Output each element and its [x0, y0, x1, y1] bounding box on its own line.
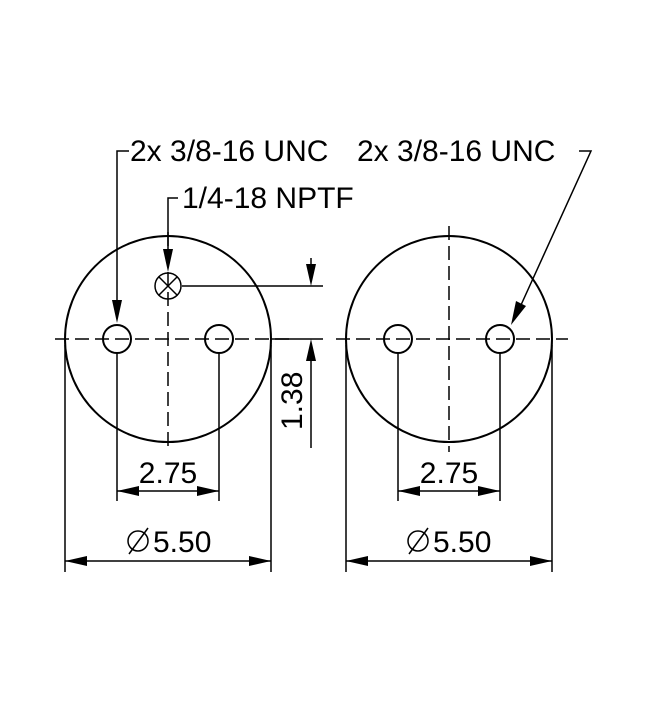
left-thread-callout: 2x 3/8-16 UNC [130, 135, 328, 168]
port-offset-arrow-bottom [306, 339, 316, 361]
diameter-icon [127, 527, 149, 555]
port-offset-arrow-top [306, 264, 316, 286]
left-diameter-dimension: 5.50 [153, 526, 211, 559]
left-thread-leader [116, 150, 129, 301]
left-spacing-arrow-left [117, 486, 139, 496]
right-diameter-dimension: 5.50 [433, 526, 491, 559]
right-thread-leader [520, 150, 593, 306]
left-diameter-arrow-right [249, 556, 271, 566]
left-hole-spacing: 2.75 [139, 457, 197, 490]
right-diameter-arrow-right [530, 556, 552, 566]
right-thread-leader-arrow [511, 301, 526, 325]
port-leader [167, 197, 178, 250]
port-leader-arrow [163, 249, 173, 272]
right-diameter-arrow-left [346, 556, 368, 566]
right-thread-callout: 2x 3/8-16 UNC [357, 135, 555, 168]
left-thread-leader-arrow [112, 300, 122, 323]
right-spacing-arrow-left [398, 486, 420, 496]
right-hole-spacing: 2.75 [420, 457, 478, 490]
port-callout: 1/4-18 NPTF [182, 182, 354, 215]
right-spacing-arrow-right [478, 486, 500, 496]
diameter-icon [407, 527, 429, 555]
right-view: 2x 3/8-16 UNC 2.75 5.50 [336, 135, 593, 572]
left-view: 2x 3/8-16 UNC 1/4-18 NPTF 1.38 2.75 5.50 [55, 135, 354, 572]
left-diameter-arrow-left [65, 556, 87, 566]
port-offset-dimension: 1.38 [276, 372, 309, 430]
port-symbol-icon [154, 272, 182, 300]
left-spacing-arrow-right [197, 486, 219, 496]
